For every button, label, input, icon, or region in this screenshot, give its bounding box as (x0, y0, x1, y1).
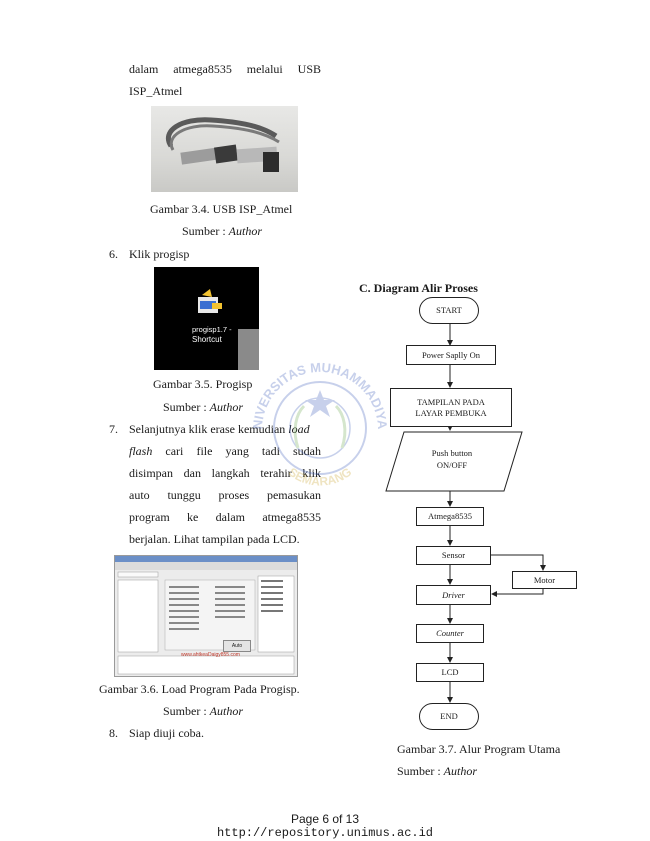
step7-line-6: berjalan. Lihat tampilan pada LCD. (129, 532, 300, 546)
flowchart-connectors (447, 324, 546, 703)
word: langkah (211, 466, 250, 480)
source-author: Author (228, 224, 263, 238)
progisp-shortcut-image: progisp1.7 - Shortcut (154, 267, 259, 370)
word: disimpan (129, 466, 173, 480)
fig37-caption: Gambar 3.7. Alur Program Utama (397, 742, 561, 756)
word: pemasukan (266, 488, 321, 502)
italic-run: load (288, 422, 310, 436)
source-prefix: Sumber : (163, 704, 210, 718)
word: dan (183, 466, 201, 480)
flow-driver: Driver (416, 585, 491, 605)
source-prefix: Sumber : (182, 224, 229, 238)
usb-isp-photo (151, 106, 298, 192)
flow-start: START (419, 297, 479, 324)
word: klik (302, 466, 321, 480)
word: tunggu (167, 488, 201, 502)
source-author: Author (443, 764, 478, 778)
fig35-caption: Gambar 3.5. Progisp (153, 377, 253, 391)
flow-lcd: LCD (416, 663, 484, 682)
word: sudah (292, 444, 321, 458)
step7-number: 7. (109, 422, 118, 436)
icon-label-top: progisp1.7 - (192, 325, 232, 334)
push-line-1: Push button (431, 448, 473, 458)
icon-label-bottom: Shortcut (192, 335, 222, 344)
word: atmega8535 (173, 62, 232, 76)
intro-line-2: ISP_Atmel (129, 84, 183, 98)
push-line-2: ON/OFF (436, 460, 468, 470)
step7-line-3: disimpan dan langkah terahir klik (129, 466, 321, 481)
screenshot-url-text: www.ahtkeaDaigy855.com (181, 652, 240, 658)
step7-line-1: Selanjutnya klik erase kemudian load (129, 422, 310, 436)
word: proses (218, 488, 250, 502)
progisp-window-mockup (115, 556, 297, 675)
tampilan-line-2: LAYAR PEMBUKA (415, 407, 487, 418)
step6-text: Klik progisp (129, 247, 190, 261)
tampilan-line-1: TAMPILAN PADA (417, 396, 485, 407)
step6-number: 6. (109, 247, 118, 261)
progisp-window-screenshot: Auto www.ahtkeaDaigy855.com (114, 555, 298, 677)
word: tadi (261, 444, 280, 458)
page-number: Page 6 of 13 (290, 812, 360, 826)
word: cari (165, 444, 184, 458)
arrow-sensor-motor (490, 554, 546, 571)
source-prefix: Sumber : (397, 764, 444, 778)
seal-bottom-text: SEMARANG (286, 465, 354, 489)
word: dalam (215, 510, 245, 524)
flow-tampilan: TAMPILAN PADA LAYAR PEMBUKA (390, 388, 512, 427)
auto-button[interactable]: Auto (223, 640, 251, 652)
flow-power-supply: Power Saplly On (406, 345, 496, 365)
step8-number: 8. (109, 726, 118, 740)
fig36-caption: Gambar 3.6. Load Program Pada Progisp. (99, 682, 300, 696)
fig36-source: Sumber : Author (163, 704, 243, 719)
word: yang (225, 444, 249, 458)
word: atmega8535 (262, 510, 321, 524)
text-run: Selanjutnya klik erase kemudian (129, 422, 289, 436)
italic-word: flash (129, 444, 153, 458)
fig37-source: Sumber : Author (397, 764, 477, 779)
step7-line-2: flash cari file yang tadi sudah (129, 444, 321, 459)
step7-line-5: program ke dalam atmega8535 (129, 510, 321, 525)
word: terahir (260, 466, 292, 480)
fig35-source: Sumber : Author (163, 400, 243, 415)
word: file (196, 444, 213, 458)
flow-counter: Counter (416, 624, 484, 643)
auto-button-label: Auto (231, 643, 243, 649)
flow-motor: Motor (512, 571, 577, 589)
flow-push-button-shape (385, 431, 523, 492)
source-prefix: Sumber : (163, 400, 210, 414)
word: dalam (129, 62, 159, 76)
progisp-app-icon (198, 289, 259, 370)
seal-top-text: UNIVERSITAS MUHAMMADIYAH (240, 318, 390, 430)
flow-end: END (419, 703, 479, 730)
intro-line-1: dalam atmega8535 melalui USB (129, 62, 321, 77)
usb-cable-image (166, 117, 280, 172)
flow-push-button: Push button ON/OFF (400, 447, 504, 471)
word: melalui (246, 62, 283, 76)
fig34-caption: Gambar 3.4. USB ISP_Atmel (150, 202, 293, 216)
repository-url[interactable]: http://repository.unimus.ac.id (216, 826, 434, 840)
flow-atmega: Atmega8535 (416, 507, 484, 526)
university-seal-watermark: UNIVERSITAS MUHAMMADIYAH SEMARANG (235, 306, 400, 518)
source-author: Author (209, 400, 244, 414)
step8-text: Siap diuji coba. (129, 726, 204, 740)
word: USB (297, 62, 321, 76)
word: ke (187, 510, 199, 524)
seal-emblem: UNIVERSITAS MUHAMMADIYAH SEMARANG (235, 306, 390, 489)
step7-line-4: auto tunggu proses pemasukan (129, 488, 321, 503)
word: auto (129, 488, 150, 502)
word: program (129, 510, 170, 524)
flow-sensor: Sensor (416, 546, 491, 565)
fig34-source: Sumber : Author (182, 224, 262, 239)
arrow-motor-driver (491, 588, 544, 597)
section-title: C. Diagram Alir Proses (359, 281, 478, 295)
source-author: Author (209, 704, 244, 718)
